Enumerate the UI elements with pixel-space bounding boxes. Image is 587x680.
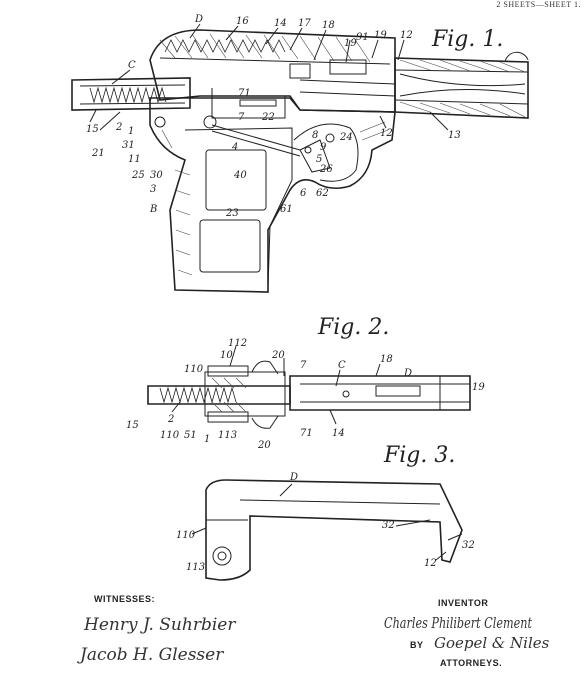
- fig3-label: D: [289, 472, 298, 483]
- fig3-label: 32: [462, 540, 475, 551]
- fig1-label: 6: [300, 188, 307, 199]
- sheet-header: 2 SHEETS—SHEET 1.: [496, 0, 581, 9]
- by-label: BY: [410, 640, 424, 650]
- fig2-label: 1: [204, 434, 210, 445]
- fig1-label: 31: [122, 140, 135, 151]
- fig1-label: 2: [115, 122, 122, 133]
- fig1-label: 21: [91, 148, 105, 159]
- inventor-signature: Charles Philibert Clement: [384, 614, 533, 632]
- fig1-label: 18: [322, 20, 335, 31]
- fig1-title: Fig. 1.: [431, 27, 503, 52]
- fig2-label: 14: [332, 428, 345, 439]
- fig1-label: 12: [400, 30, 413, 41]
- fig1-slide: [149, 29, 396, 113]
- fig1-label: 8: [312, 130, 318, 141]
- fig1-label: 11: [128, 154, 141, 165]
- fig2-label: 19: [472, 382, 485, 393]
- witnesses-label: WITNESSES:: [94, 594, 155, 604]
- fig1-recoil-tube: [71, 77, 191, 111]
- fig1-label: 13: [448, 130, 461, 141]
- fig1-reference-labels: D 16 14 17 18 19 91 19 12 C 71 22 2 15 2…: [86, 14, 461, 219]
- fig1-label: 71: [238, 88, 251, 99]
- inventor-label: INVENTOR: [438, 598, 488, 608]
- fig2-label: 20: [257, 440, 271, 451]
- fig3-label: 113: [186, 562, 205, 573]
- fig1-label: 40: [233, 170, 247, 181]
- fig2-label: 20: [271, 350, 285, 361]
- fig1-label: 91: [356, 32, 369, 43]
- fig1-label: 61: [280, 204, 293, 215]
- fig2-label: 15: [126, 420, 139, 431]
- fig1-label: 24: [339, 132, 353, 143]
- fig1-label: 19: [374, 30, 387, 41]
- fig2-label: 113: [218, 430, 237, 441]
- fig3-label: 110: [176, 530, 196, 541]
- fig2-label: 71: [300, 428, 313, 439]
- signature-block: WITNESSES: Henry J. Suhrbier Jacob H. Gl…: [77, 594, 550, 668]
- figure-3: Fig. 3. D 110 32 12 32 113: [176, 443, 475, 581]
- fig1-label: 9: [320, 142, 327, 153]
- fig2-title: Fig. 2.: [317, 315, 389, 340]
- figure-2: Fig. 2. 112 10 110 2: [126, 315, 485, 451]
- fig2-label: 2: [167, 414, 174, 425]
- fig2-label: 112: [228, 338, 247, 349]
- fig2-label: 110: [184, 364, 204, 375]
- fig1-label: 1: [128, 126, 134, 137]
- fig1-label: C: [128, 60, 136, 71]
- attorneys-label: ATTORNEYS.: [440, 658, 502, 668]
- fig2-label: D: [403, 368, 412, 379]
- fig1-label: B: [149, 204, 157, 215]
- witness-signature-1: Henry J. Suhrbier: [83, 615, 236, 635]
- fig3-leaders: [191, 483, 447, 561]
- figure-1: Fig. 1.: [71, 14, 529, 293]
- fig1-label: 3: [150, 184, 156, 195]
- fig1-label: 30: [150, 170, 163, 181]
- fig1-label: 16: [236, 16, 249, 27]
- fig2-label: 7: [300, 360, 307, 371]
- fig1-label: 5: [316, 154, 322, 165]
- fig1-label: 15: [86, 124, 99, 135]
- fig1-label: 62: [316, 188, 329, 199]
- fig1-label: 26: [319, 164, 333, 175]
- fig3-title: Fig. 3.: [383, 443, 455, 468]
- fig1-label: 25: [131, 170, 145, 181]
- fig3-reference-labels: D 110 32 12 32 113: [176, 472, 475, 573]
- fig1-label: 23: [225, 208, 239, 219]
- fig2-reference-labels: 112 10 110 20 7 C 18 D 19 15 2 110 51 1 …: [126, 338, 485, 451]
- fig1-label: 7: [238, 112, 245, 123]
- fig1-barrel: [394, 51, 529, 119]
- fig2-label: 51: [184, 430, 197, 441]
- attorney-signature: Goepel & Niles: [434, 634, 550, 652]
- fig3-label: 12: [424, 558, 437, 569]
- witness-signature-2: Jacob H. Glesser: [77, 645, 224, 665]
- fig1-label: D: [194, 14, 203, 25]
- fig1-frame: [149, 88, 396, 293]
- fig2-label: 18: [380, 354, 393, 365]
- fig2-leaders: [171, 345, 381, 425]
- fig2-label: 110: [160, 430, 180, 441]
- fig1-label: 14: [274, 18, 287, 29]
- fig1-label: 17: [298, 18, 311, 29]
- fig2-label: C: [338, 360, 346, 371]
- fig3-label: 32: [382, 520, 395, 531]
- fig1-label: 22: [261, 112, 275, 123]
- fig2-label: 10: [220, 350, 233, 361]
- fig1-label: 12: [380, 128, 393, 139]
- fig1-label: 19: [344, 38, 357, 49]
- fig1-leaders: [89, 23, 449, 131]
- fig1-label: 4: [231, 142, 238, 153]
